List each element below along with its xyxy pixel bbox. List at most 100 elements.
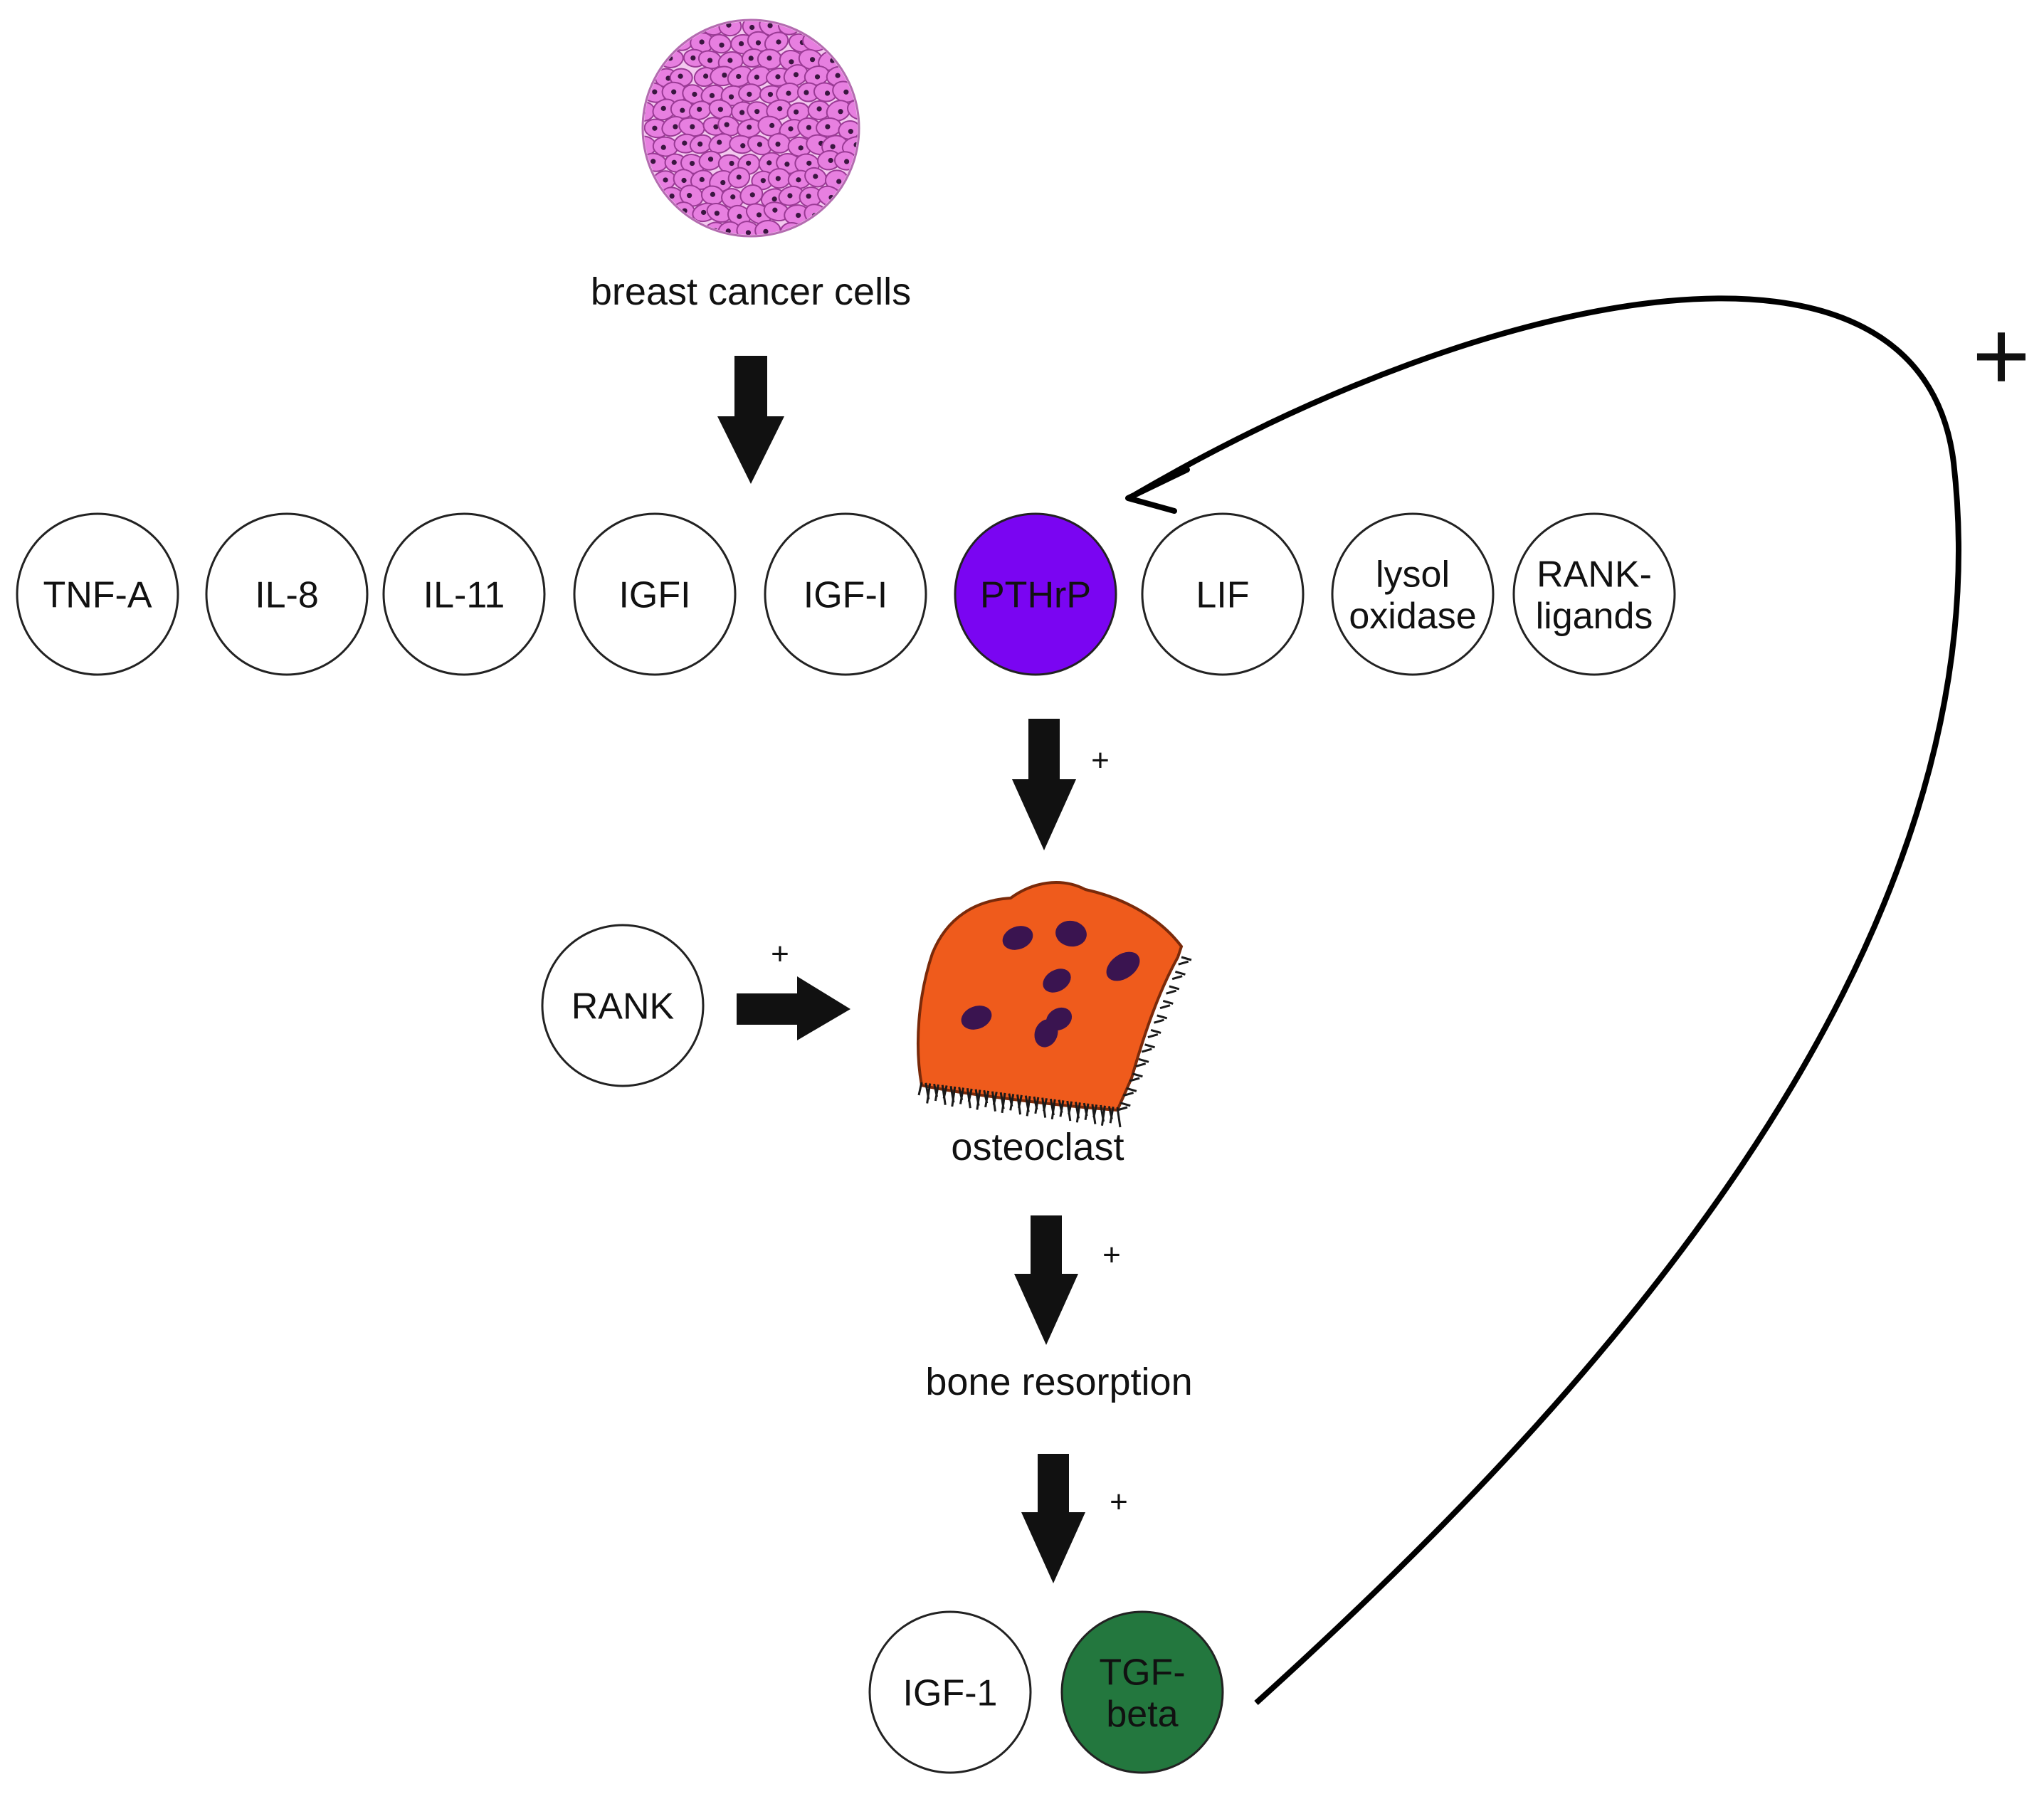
plus-rank-osteoclast: +: [771, 936, 789, 971]
ruffled-border-stroke: [1120, 1102, 1131, 1107]
cancer-cell: [706, 203, 732, 223]
ruffled-border-stroke: [1181, 956, 1192, 961]
cancer-cell: [747, 134, 772, 156]
ruffled-border-stroke: [1100, 1105, 1106, 1126]
ruffled-border-stroke: [1084, 1103, 1090, 1121]
node-label: TNF-A: [43, 575, 152, 616]
ruffled-border-stroke: [1001, 1092, 1006, 1114]
osteoclast-nucleus: [1034, 1019, 1058, 1048]
node-text-line: TNF-A: [43, 575, 152, 616]
node-label: IGFI: [618, 575, 690, 616]
osteoclast-nucleus: [1002, 926, 1033, 950]
ruffled-border-stroke: [1150, 1028, 1161, 1034]
node-text-line: IGF-1: [903, 1673, 998, 1714]
node-circle: [1512, 512, 1676, 676]
node-circle: [868, 1610, 1032, 1774]
ruffled-border-stroke: [1135, 1062, 1147, 1068]
node-text-line: IGF-I: [804, 575, 887, 616]
igfi-node: IGFI: [573, 512, 737, 676]
node-text-line: IL-11: [423, 575, 505, 616]
cancer-cell: [754, 219, 781, 235]
cancer-cell: [847, 100, 858, 120]
ruffled-border-stroke: [1154, 1018, 1164, 1024]
cancer-cell: [767, 168, 791, 189]
ruffled-border-stroke: [1043, 1098, 1048, 1112]
node-circle: [16, 512, 179, 676]
feedback-arrowhead: [1125, 467, 1190, 514]
cancer-cell: [679, 184, 704, 207]
node-circle: [205, 512, 369, 676]
ruffled-border-stroke: [1129, 1077, 1140, 1082]
cancer-cell: [708, 33, 732, 54]
ruffled-border-stroke: [1050, 1099, 1056, 1120]
cancer-cell: [736, 221, 760, 235]
feedback-curve: [1133, 295, 1961, 1705]
tgf-beta-node: TGF-beta: [1060, 1610, 1224, 1774]
ruffled-border-stroke: [1117, 1106, 1128, 1112]
ruffled-border-stroke: [1132, 1072, 1143, 1078]
ruffled-border-stroke: [959, 1087, 964, 1104]
ruffled-border-stroke: [1059, 1100, 1065, 1117]
cancer-cell: [729, 134, 754, 154]
ruffled-border-stroke: [951, 1086, 957, 1107]
ruffled-border-stroke: [1026, 1096, 1031, 1117]
cancer-cell: [727, 167, 751, 189]
ruffled-border-stroke: [1034, 1097, 1040, 1114]
osteoclast-cell: [917, 881, 1192, 1128]
ruffled-border-stroke: [967, 1088, 973, 1102]
arrow-cancer-to-factors: [717, 356, 784, 484]
osteoclast-nucleus: [1043, 969, 1071, 993]
igf-i-node: IGF-I: [764, 512, 927, 676]
node-circle: [382, 512, 546, 676]
node-circle: [573, 512, 737, 676]
ruffled-border-stroke: [1144, 1043, 1155, 1049]
cancer-cell: [652, 136, 679, 157]
plus-osteoclast-resorption: +: [1102, 1238, 1121, 1272]
ruffled-border-stroke: [1009, 1094, 1015, 1111]
lif-node: LIF: [1141, 512, 1305, 676]
ruffled-border-stroke: [1138, 1057, 1149, 1063]
ruffled-border-stroke: [1126, 1087, 1137, 1092]
node-text-line: IL-8: [255, 575, 319, 616]
node-text-line: lysol: [1376, 554, 1450, 596]
ruffled-border-stroke: [1141, 1048, 1152, 1053]
bone-resorption-label: bone resorption: [925, 1361, 1192, 1403]
breast-cancer-cells-label: breast cancer cells: [591, 270, 911, 313]
breast-cancer-cell-cluster: [641, 19, 860, 238]
ruffled-border-stroke: [1017, 1094, 1023, 1109]
node-text-line: PTHrP: [980, 575, 1091, 616]
node-text-line: ligands: [1536, 596, 1653, 637]
node-circle: [1060, 1610, 1224, 1774]
rank-ligands-node: RANK-ligands: [1512, 512, 1676, 676]
osteoclast-nucleus: [1055, 920, 1087, 947]
pthrp-node: PTHrP: [954, 512, 1117, 676]
ruffled-border-stroke: [1092, 1104, 1098, 1118]
igf-1-node: IGF-1: [868, 1610, 1032, 1774]
cancer-cell: [817, 149, 841, 171]
feedback-plus: +: [1972, 300, 2030, 411]
il-8-node: IL-8: [205, 512, 369, 676]
plus-resorption-factors: +: [1110, 1484, 1128, 1519]
ruffled-border-stroke: [1075, 1102, 1081, 1123]
node-text-line: beta: [1106, 1694, 1178, 1735]
cancer-cell: [807, 100, 831, 120]
node-label: IGF-1: [903, 1673, 998, 1714]
node-label: LIF: [1196, 575, 1249, 616]
node-label: TGF-beta: [1099, 1652, 1185, 1735]
node-circle: [1331, 512, 1495, 676]
arrow-pthrp-to-osteoclast: [1012, 719, 1076, 850]
node-text-line: oxidase: [1349, 596, 1476, 637]
ruffled-border-stroke: [1147, 1033, 1159, 1039]
ruffled-border-stroke: [942, 1085, 948, 1099]
node-text-line: TGF-: [1099, 1652, 1185, 1694]
ruffled-border-stroke: [976, 1089, 981, 1110]
node-label: IL-8: [255, 575, 319, 616]
node-text-line: IGFI: [618, 575, 690, 616]
cancer-cell: [739, 184, 764, 206]
node-circle: [1141, 512, 1305, 676]
node-label: RANK-ligands: [1536, 554, 1653, 637]
ruffled-border-stroke: [992, 1092, 998, 1105]
